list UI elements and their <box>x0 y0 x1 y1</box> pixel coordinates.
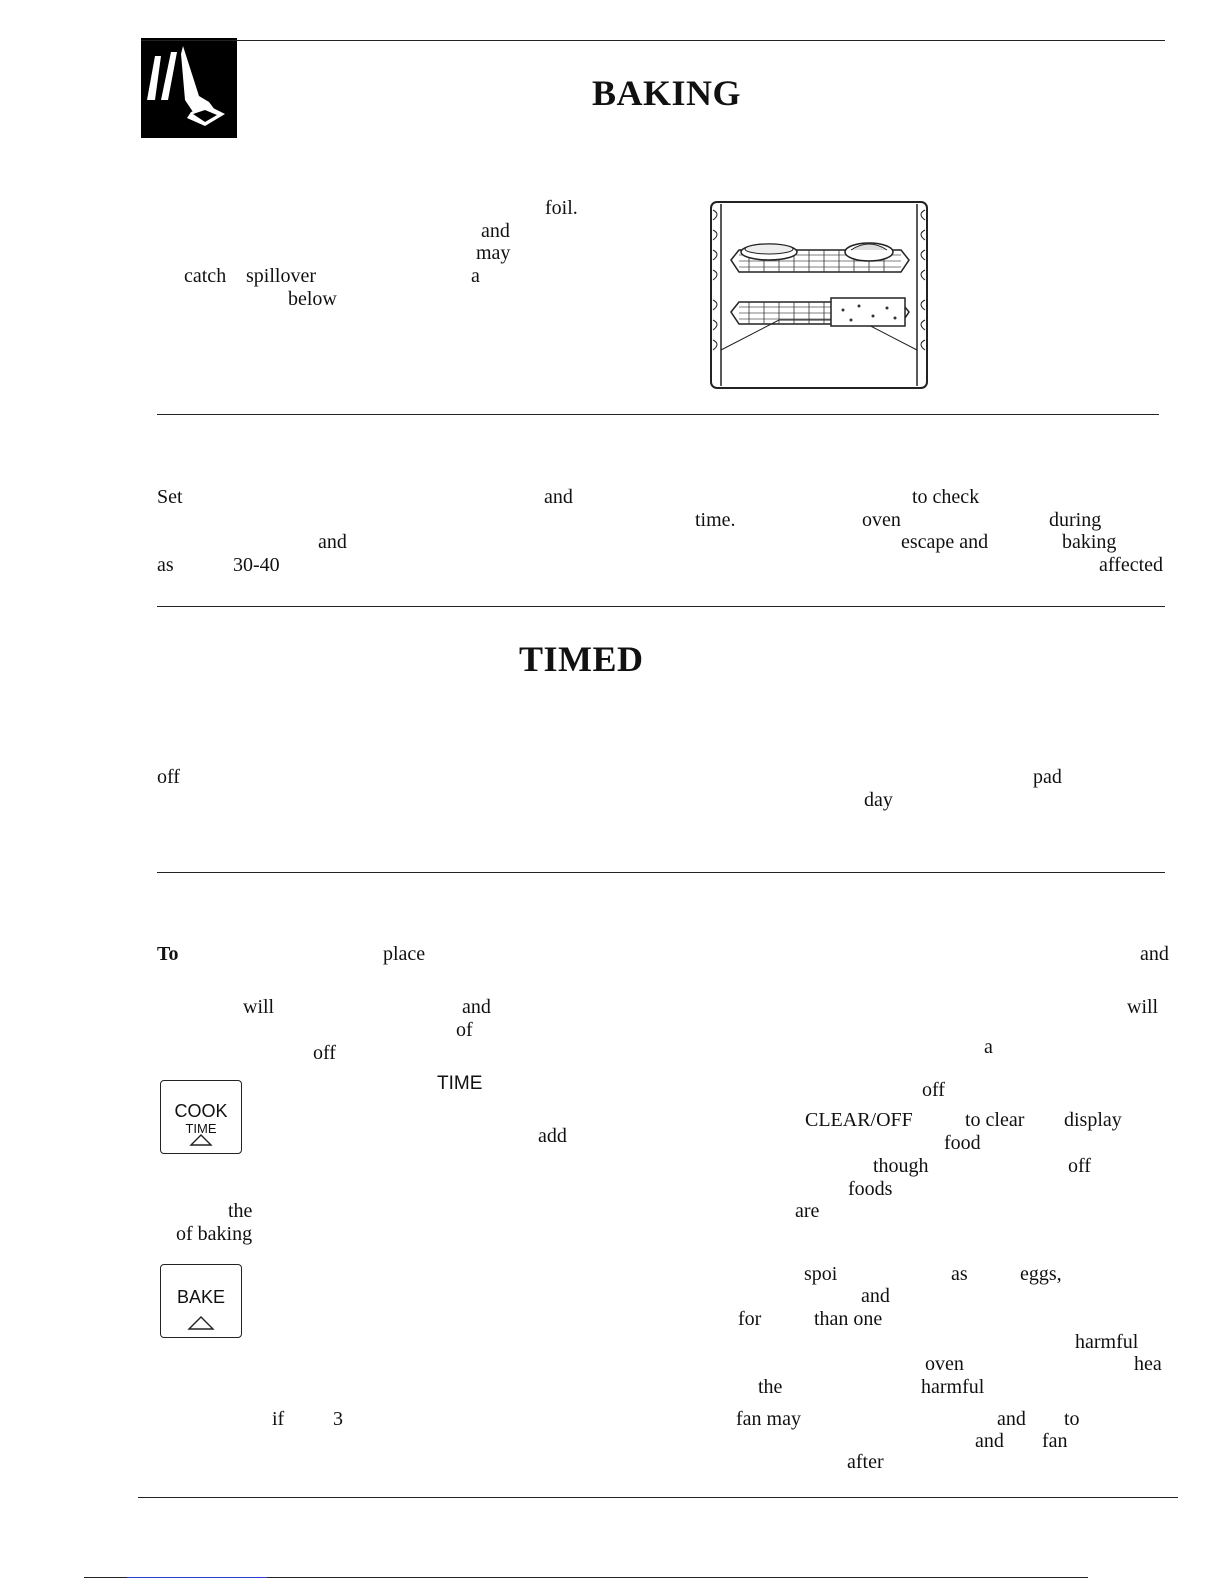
text-fragment: To <box>157 943 179 965</box>
text-fragment: are <box>795 1200 820 1222</box>
text-fragment: baking <box>1062 531 1117 553</box>
text-fragment: harmful <box>921 1376 985 1398</box>
text-fragment: off <box>157 766 180 788</box>
text-fragment: below <box>288 288 337 310</box>
text-fragment: oven <box>925 1353 964 1375</box>
text-fragment: off <box>1068 1155 1091 1177</box>
text-fragment: and <box>318 531 347 553</box>
oven-racks-illustration <box>709 200 931 397</box>
text-fragment: to check <box>912 486 980 508</box>
text-fragment: 3 <box>333 1408 343 1430</box>
text-fragment: and <box>462 996 491 1018</box>
text-fragment: fan <box>1042 1430 1068 1452</box>
text-fragment: and <box>481 220 510 242</box>
text-fragment: though <box>873 1155 929 1177</box>
section-divider <box>157 414 1159 415</box>
text-fragment: place <box>383 943 426 965</box>
text-fragment: CLEAR/OFF <box>805 1109 913 1131</box>
text-fragment: for <box>738 1308 762 1330</box>
text-fragment: the <box>758 1376 783 1398</box>
text-fragment: add <box>538 1125 567 1147</box>
text-fragment: day <box>864 789 893 811</box>
text-fragment: may <box>476 242 511 264</box>
page-title: BAKING <box>592 73 742 113</box>
text-fragment: to <box>1064 1408 1080 1430</box>
text-fragment: and <box>544 486 573 508</box>
text-fragment: time. <box>695 509 736 531</box>
cook-time-button[interactable]: COOK TIME <box>160 1080 242 1154</box>
text-fragment: will <box>243 996 275 1018</box>
text-fragment: the <box>228 1200 253 1222</box>
text-fragment: a <box>984 1036 993 1058</box>
text-fragment: food <box>944 1132 981 1154</box>
text-fragment: foods <box>848 1178 893 1200</box>
bake-button[interactable]: BAKE <box>160 1264 242 1338</box>
text-fragment: a <box>471 265 480 287</box>
text-fragment: than one <box>814 1308 883 1330</box>
text-fragment: to clear <box>965 1109 1025 1131</box>
footer-rule <box>138 1497 1178 1498</box>
text-fragment: 30-40 <box>233 554 280 576</box>
section-divider <box>157 872 1165 873</box>
text-fragment: affected <box>1099 554 1164 576</box>
text-fragment: of baking <box>176 1223 253 1245</box>
up-arrow-icon <box>189 1134 213 1146</box>
text-fragment: as <box>157 554 174 576</box>
cook-time-sublabel: TIME <box>185 1121 217 1136</box>
text-fragment: escape and <box>901 531 989 553</box>
text-fragment: spoi <box>804 1263 838 1285</box>
text-fragment: hea <box>1134 1353 1162 1375</box>
text-fragment: and <box>1140 943 1169 965</box>
text-fragment: during <box>1049 509 1102 531</box>
text-fragment: off <box>922 1079 945 1101</box>
section-divider <box>157 606 1165 607</box>
text-fragment: and <box>997 1408 1026 1430</box>
text-fragment: of <box>456 1019 473 1041</box>
text-fragment: pad <box>1033 766 1062 788</box>
text-fragment: foil. <box>545 197 578 219</box>
text-fragment: off <box>313 1042 336 1064</box>
text-fragment: TIME <box>437 1073 483 1094</box>
up-arrow-icon <box>187 1316 215 1330</box>
bake-label: BAKE <box>176 1287 226 1307</box>
text-fragment: and <box>861 1285 890 1307</box>
page-bottom-rule <box>84 1577 1088 1578</box>
text-fragment: oven <box>862 509 901 531</box>
section-heading: TIMED <box>519 639 644 679</box>
text-fragment: if <box>272 1408 285 1430</box>
text-fragment: fan may <box>736 1408 801 1430</box>
hand-pressing-pad-icon <box>141 38 237 138</box>
text-fragment: display <box>1064 1109 1122 1131</box>
page-link-underline[interactable] <box>127 1577 267 1578</box>
text-fragment: as <box>951 1263 968 1285</box>
text-fragment: harmful <box>1075 1331 1139 1353</box>
text-fragment: after <box>847 1451 884 1473</box>
text-fragment: spillover <box>246 265 316 287</box>
text-fragment: eggs, <box>1020 1263 1062 1285</box>
text-fragment: and <box>975 1430 1004 1452</box>
text-fragment: Set <box>157 486 183 508</box>
text-fragment: catch <box>184 265 227 287</box>
cook-time-label: COOK <box>174 1101 228 1121</box>
top-rule <box>141 40 1165 41</box>
text-fragment: will <box>1127 996 1159 1018</box>
